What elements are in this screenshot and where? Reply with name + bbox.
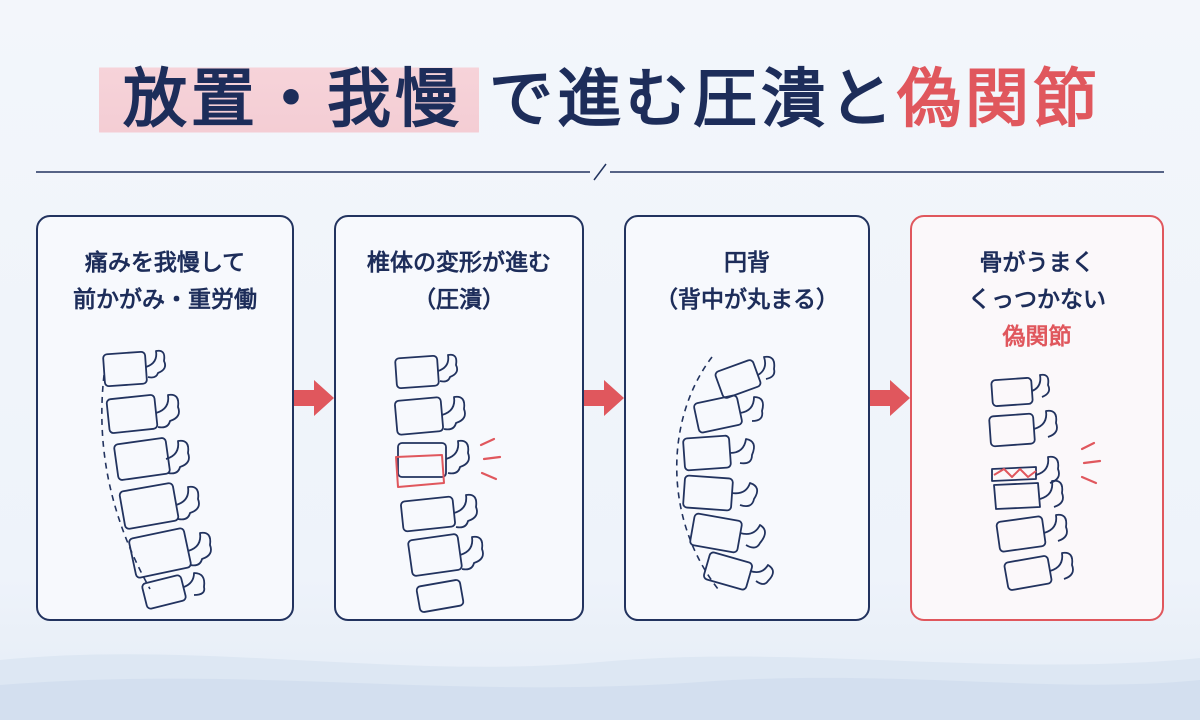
title-middle-part: で進む圧潰と bbox=[489, 63, 897, 137]
step-panel-4: 骨がうまく くっつかない 偽関節 bbox=[910, 215, 1164, 621]
step-panel-1: 痛みを我慢して 前かがみ・重労働 bbox=[36, 215, 294, 621]
step-1-line-1: 痛みを我慢して bbox=[84, 250, 246, 276]
step-2-caption: 椎体の変形が進む （圧潰） bbox=[336, 245, 582, 319]
step-3-line-2: （背中が丸まる） bbox=[655, 287, 839, 313]
spine-illustration-pseudarthrosis bbox=[988, 373, 1102, 591]
step-3-line-1: 円背 bbox=[724, 250, 770, 276]
step-1-line-2: 前かがみ・重労働 bbox=[73, 287, 257, 313]
page-title: 放置・我慢で進む圧潰と偽関節 bbox=[0, 52, 1200, 148]
bottom-wave-decoration bbox=[0, 654, 1200, 720]
step-4-line-1: 骨がうまく bbox=[979, 250, 1095, 276]
title-highlight-part: 放置・我慢 bbox=[99, 63, 479, 137]
step-panel-2: 椎体の変形が進む （圧潰） bbox=[334, 215, 584, 621]
step-2-line-1: 椎体の変形が進む bbox=[367, 250, 551, 276]
spine-illustration-compression bbox=[394, 353, 502, 613]
collapsed-vertebra bbox=[395, 454, 445, 488]
step-4-highlight: 偽関節 bbox=[1002, 324, 1072, 350]
arrow-right-icon bbox=[584, 380, 624, 416]
arrow-right-icon bbox=[870, 380, 910, 416]
step-1-caption: 痛みを我慢して 前かがみ・重労働 bbox=[38, 245, 292, 319]
step-2-line-2: （圧潰） bbox=[413, 287, 505, 313]
step-4-line-2: くっつかない bbox=[968, 287, 1106, 313]
fracture-line bbox=[993, 468, 1037, 478]
step-3-caption: 円背 （背中が丸まる） bbox=[626, 245, 868, 319]
step-4-caption: 骨がうまく くっつかない 偽関節 bbox=[912, 245, 1162, 356]
pain-burst-icon bbox=[1080, 441, 1102, 485]
title-divider bbox=[36, 163, 1164, 181]
title-accent-part: 偽関節 bbox=[897, 63, 1101, 137]
step-panel-3: 円背 （背中が丸まる） bbox=[624, 215, 870, 621]
spine-illustration-normal bbox=[101, 349, 212, 610]
arrow-right-icon bbox=[294, 380, 334, 416]
spine-illustration-kyphosis bbox=[676, 355, 776, 591]
pain-burst-icon bbox=[479, 437, 502, 481]
